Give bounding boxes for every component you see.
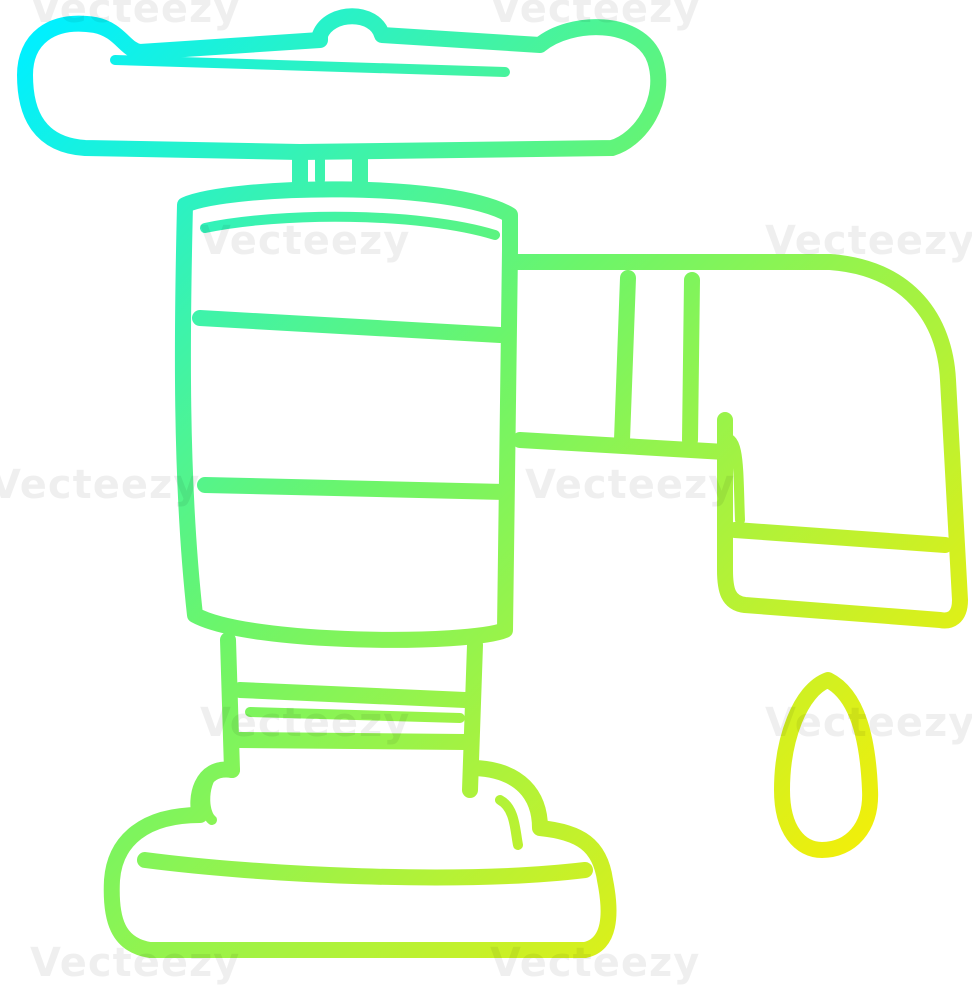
water-drop [774, 672, 879, 858]
faucet-body [174, 181, 518, 648]
faucet-base [103, 760, 617, 958]
faucet-neck [220, 632, 483, 798]
faucet-stem [292, 144, 368, 193]
faucet-spout [507, 254, 968, 629]
faucet-handle [17, 8, 667, 160]
